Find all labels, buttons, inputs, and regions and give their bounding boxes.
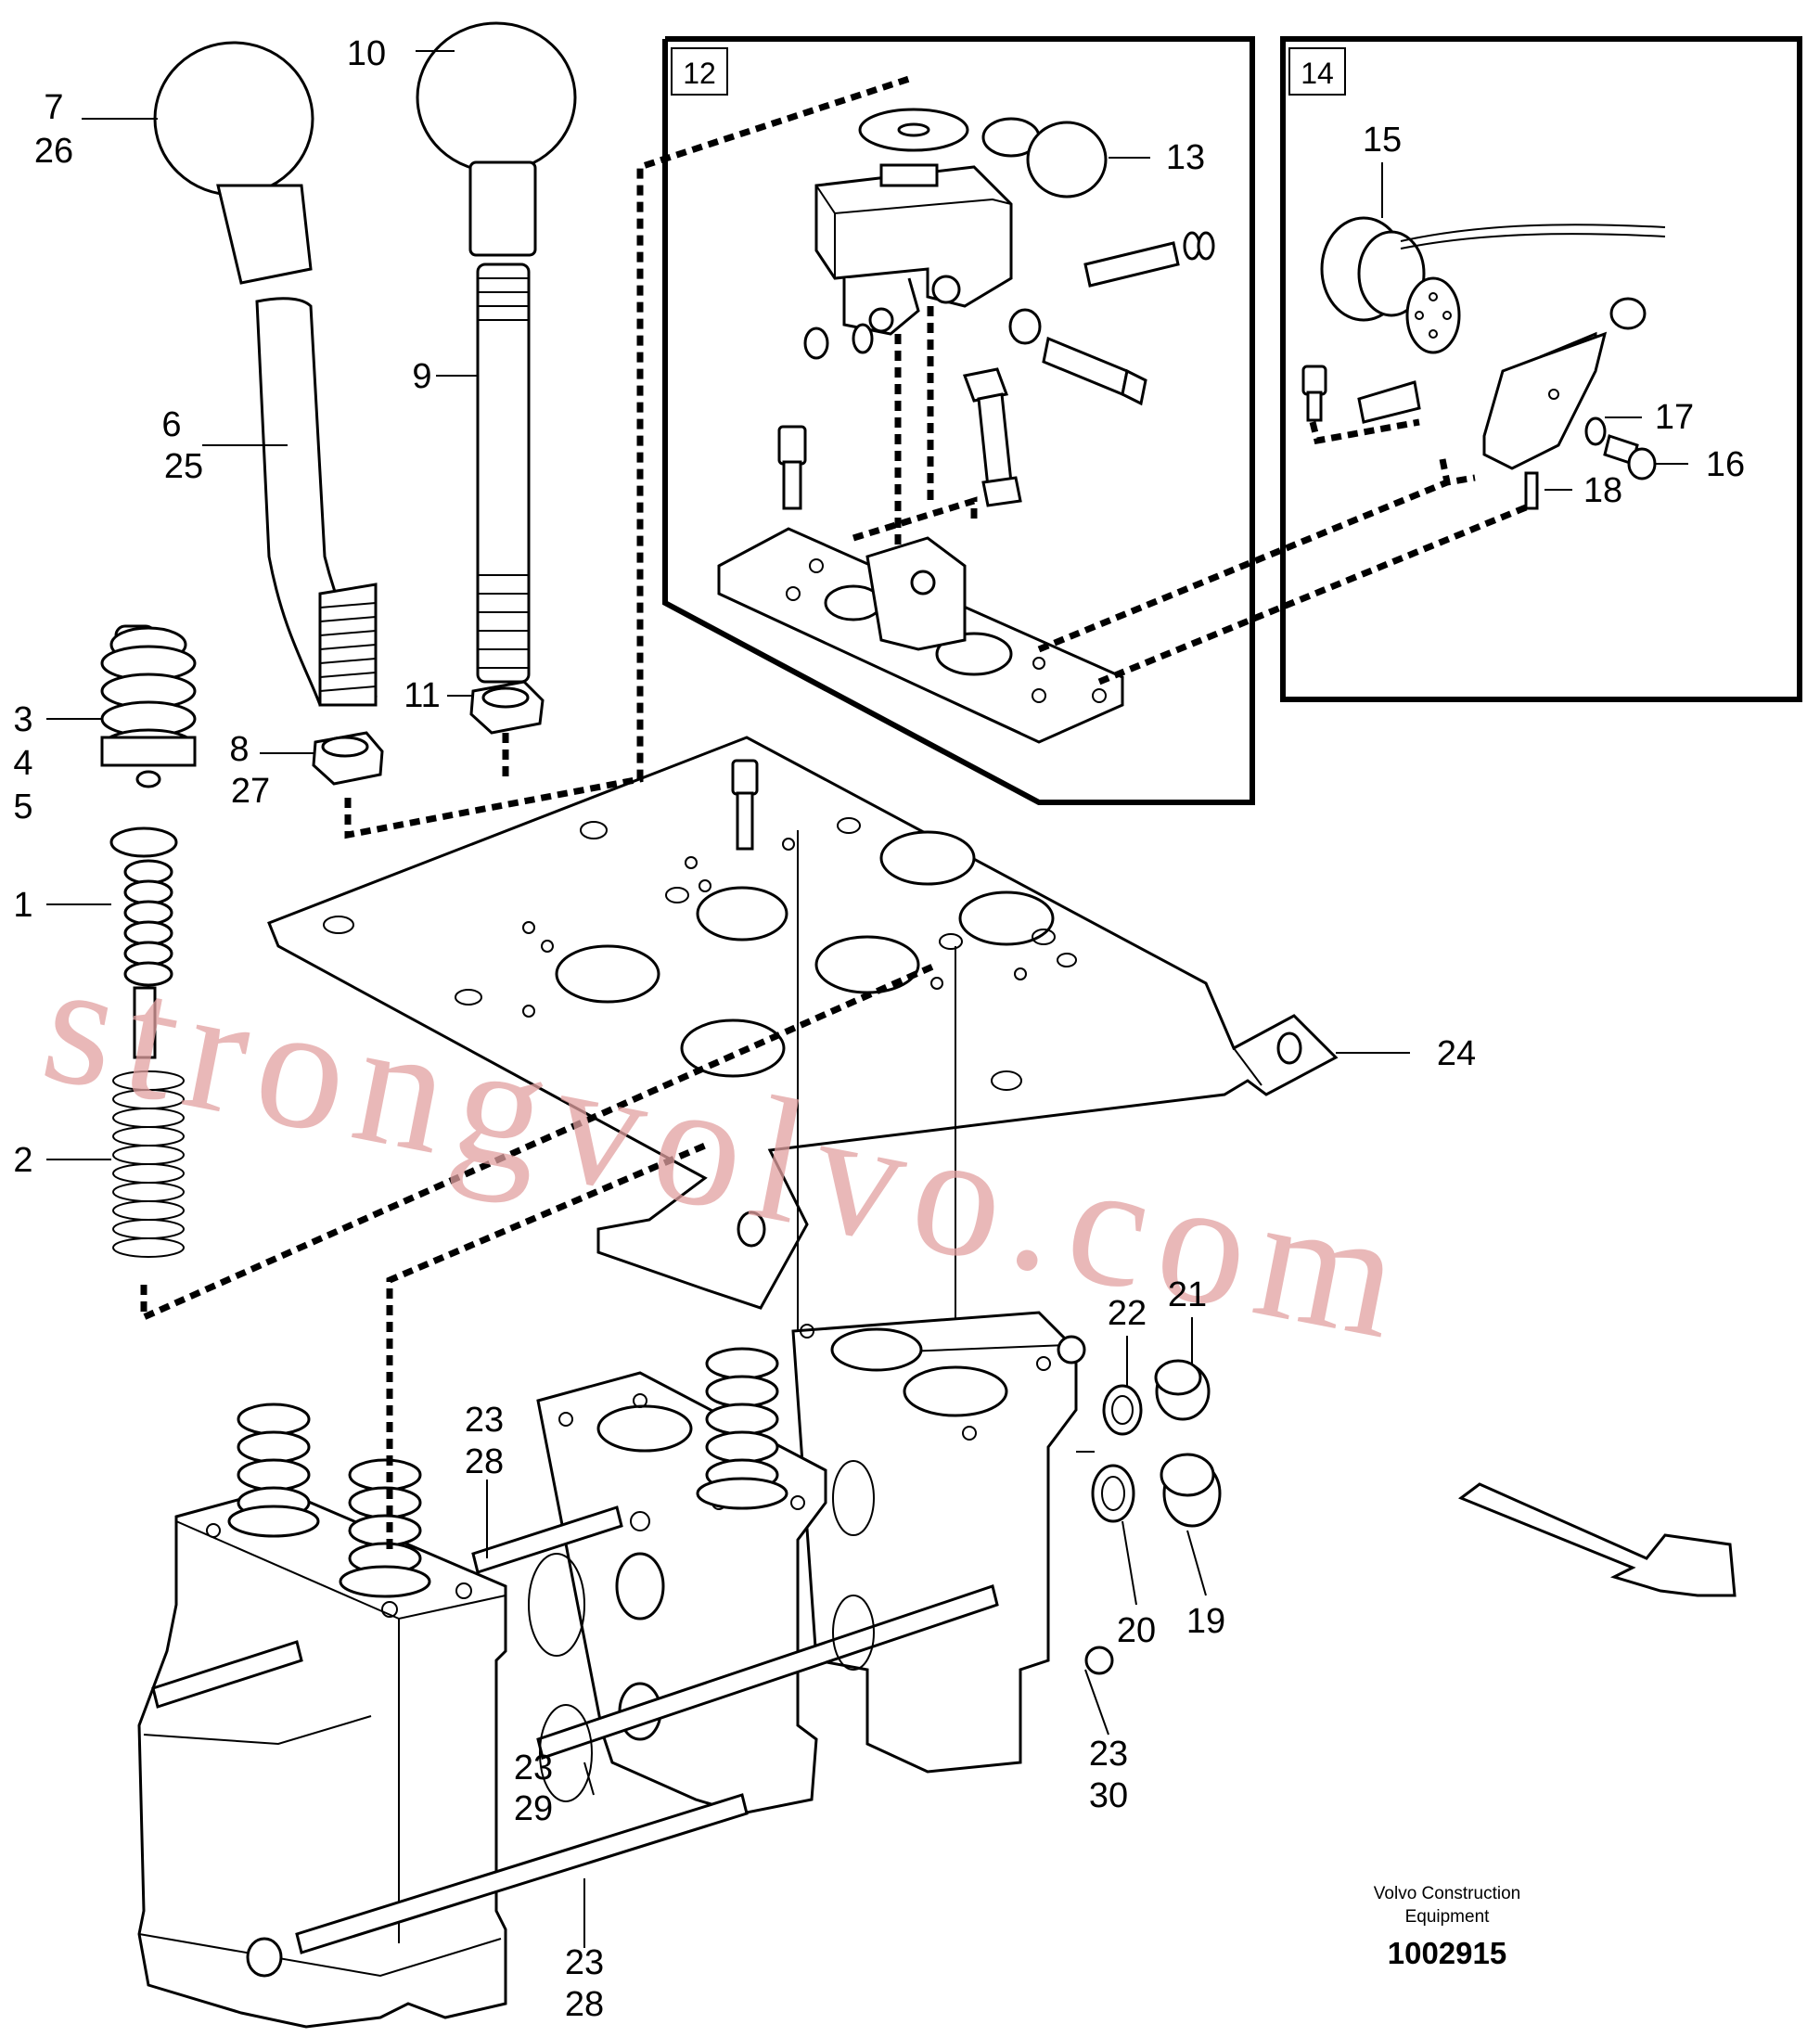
document-number: 1002915 — [1388, 1936, 1506, 1970]
callout-23-lower: 23 — [565, 1943, 604, 1982]
callout-19: 19 — [1186, 1602, 1225, 1641]
credit-line-1: Volvo Construction — [1374, 1884, 1520, 1903]
callout-11: 11 — [404, 676, 440, 715]
callout-2: 2 — [13, 1141, 32, 1180]
valve-block-assembly — [137, 1311, 1222, 2029]
callout-26: 26 — [34, 132, 73, 171]
callout-8: 8 — [229, 730, 249, 769]
callout-5: 5 — [13, 788, 32, 826]
callout-18: 18 — [1583, 471, 1622, 510]
callout-labels: 7 26 10 9 6 25 3 4 5 1 2 8 27 11 13 15 1… — [13, 34, 1745, 2024]
box-12-label: 12 — [683, 57, 716, 90]
callout-6: 6 — [161, 405, 181, 444]
callout-3: 3 — [13, 700, 32, 739]
callout-28-lower: 28 — [565, 1985, 604, 2024]
callout-1: 1 — [13, 886, 32, 925]
callout-21: 21 — [1168, 1275, 1207, 1314]
callout-13: 13 — [1166, 138, 1205, 177]
leader-lines — [46, 50, 1688, 1948]
box-14-label: 14 — [1301, 57, 1334, 90]
detail-box-14: 14 — [1280, 36, 1802, 702]
direction-arrow — [1457, 1482, 1737, 1597]
callout-22: 22 — [1108, 1294, 1147, 1333]
callout-10: 10 — [347, 34, 386, 73]
callout-25: 25 — [164, 447, 203, 486]
callout-28-upper: 28 — [465, 1442, 504, 1481]
callout-24: 24 — [1437, 1034, 1476, 1073]
credit-block: Volvo Construction Equipment 1002915 — [1374, 1884, 1520, 1970]
assembly-dashed-lines — [140, 75, 1532, 1549]
callout-20: 20 — [1117, 1611, 1156, 1650]
callout-16: 16 — [1706, 445, 1745, 484]
callout-7: 7 — [44, 88, 63, 127]
callout-4: 4 — [13, 744, 32, 783]
spring-assembly-3-4-5 — [100, 624, 197, 1258]
callout-23-middle: 23 — [514, 1749, 553, 1787]
lever-right — [416, 21, 577, 735]
callout-9: 9 — [412, 357, 431, 396]
credit-line-2: Equipment — [1405, 1907, 1491, 1927]
callout-17: 17 — [1655, 398, 1694, 437]
callout-23-upper: 23 — [465, 1401, 504, 1440]
callout-23-right: 23 — [1089, 1735, 1128, 1774]
callout-15: 15 — [1363, 121, 1402, 160]
callout-29: 29 — [514, 1789, 553, 1828]
callout-27: 27 — [231, 772, 270, 811]
detail-box-12: 12 — [662, 36, 1255, 805]
lever-left — [153, 41, 384, 786]
callout-30: 30 — [1089, 1776, 1128, 1815]
